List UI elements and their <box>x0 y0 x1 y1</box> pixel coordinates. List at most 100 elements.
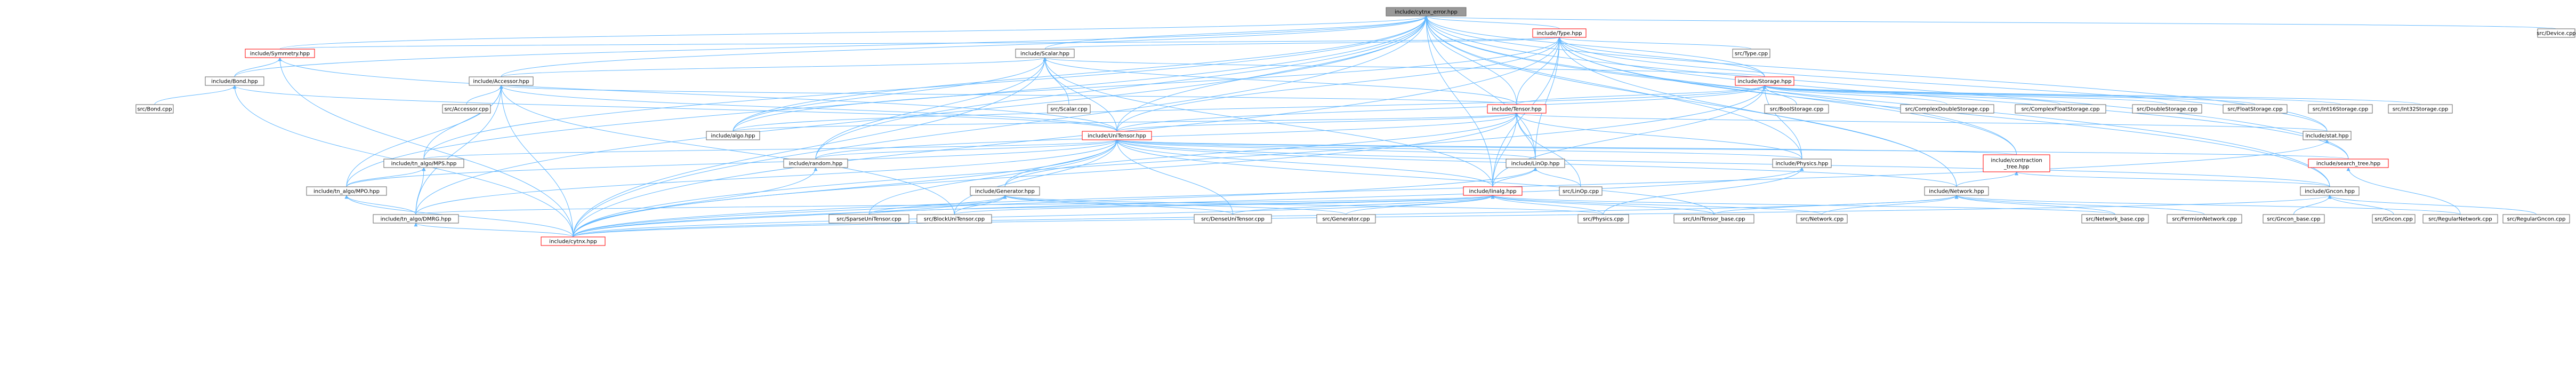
edge-storage_hpp-to-cytnx_hpp <box>573 85 1767 238</box>
edge-tensor_hpp-to-random_hpp <box>815 113 1519 160</box>
node-stat-hpp[interactable]: include/stat.hpp <box>2303 131 2352 140</box>
node-network-hpp[interactable]: include/Network.hpp <box>1924 186 1989 196</box>
edge-symmetry_hpp-to-unitensor_hpp <box>278 57 1117 132</box>
node-box <box>2308 159 2389 168</box>
node-gncon-cpp[interactable]: src/Gncon.cpp <box>2372 214 2416 224</box>
node-sparseunitensor-cpp[interactable]: src/SparseUniTensor.cpp <box>828 214 909 224</box>
node-label: src/Network.cpp <box>1800 217 1844 223</box>
node-accessor-cpp[interactable]: src/Accessor.cpp <box>442 104 491 114</box>
node-tensor-hpp[interactable]: include/Tensor.hpp <box>1487 104 1547 114</box>
edge-physics_hpp-to-physics_cpp <box>1603 167 1804 215</box>
node-box <box>1386 7 1467 17</box>
node-int32storage-cpp[interactable]: src/Int32Storage.cpp <box>2388 104 2453 114</box>
edge-cytnx_error-to-unitensor_hpp <box>1116 15 1428 132</box>
node-floatstorage-cpp[interactable]: src/FloatStorage.cpp <box>2223 104 2288 114</box>
node-box <box>970 186 1040 196</box>
node-tn-dmrg-hpp[interactable]: include/tn_algo/DMRG.hpp <box>373 214 459 224</box>
node-box <box>2303 131 2352 140</box>
node-linalg-hpp[interactable]: include/linalg.hpp <box>1463 186 1523 196</box>
node-cytnx-hpp[interactable]: include/cytnx.hpp <box>541 236 606 246</box>
node-complexdoublestorage-cpp[interactable]: src/ComplexDoubleStorage.cpp <box>1900 104 1994 114</box>
node-accessor-hpp[interactable]: include/Accessor.hpp <box>469 76 534 86</box>
edge-unitensor_hpp-to-physics_hpp <box>1115 139 1802 160</box>
node-label: src/SparseUniTensor.cpp <box>836 217 901 223</box>
node-linop-cpp[interactable]: src/LinOp.cpp <box>1559 186 1603 196</box>
edge-accessor_hpp-to-tensor_hpp <box>500 85 1517 105</box>
node-generator-cpp[interactable]: src/Generator.cpp <box>1316 214 1376 224</box>
node-regularnetwork-cpp[interactable]: src/RegularNetwork.cpp <box>2422 214 2498 224</box>
node-label: _tree.hpp <box>2003 164 2029 170</box>
edge-tensor_hpp-to-physics_hpp <box>1515 113 1802 160</box>
edge-accessor_hpp-to-tn_dmrg_hpp <box>415 85 503 215</box>
edge-unitensor_hpp-to-gncon_hpp <box>1115 139 2330 187</box>
edges-layer <box>154 15 2557 238</box>
node-network-base-cpp[interactable]: src/Network_base.cpp <box>2081 214 2149 224</box>
node-generator-hpp[interactable]: include/Generator.hpp <box>970 186 1040 196</box>
node-physics-cpp[interactable]: src/Physics.cpp <box>1577 214 1629 224</box>
edge-unitensor_hpp-to-unitensor_base_cpp <box>1115 139 1714 215</box>
edge-gncon_hpp-to-gncon_cpp <box>2328 195 2394 215</box>
edge-cytnx_error-to-device_cpp <box>1424 15 2557 29</box>
node-label: include/UniTensor.hpp <box>1088 133 1146 139</box>
node-label: include/cytnx_error.hpp <box>1395 10 1458 15</box>
edge-type_hpp-to-tensor_hpp <box>1516 37 1561 105</box>
node-label: include/tn_algo/DMRG.hpp <box>381 217 452 223</box>
node-physics-hpp[interactable]: include/Physics.hpp <box>1772 159 1832 168</box>
edge-scalar_hpp-to-storage_hpp <box>1043 57 1765 77</box>
edge-unitensor_hpp-to-linalg_hpp <box>1115 139 1493 187</box>
node-gncon-hpp[interactable]: include/Gncon.hpp <box>2300 186 2360 196</box>
node-regulargncon-cpp[interactable]: src/RegularGncon.cpp <box>2502 214 2570 224</box>
node-complexfloatstorage-cpp[interactable]: src/ComplexFloatStorage.cpp <box>2015 104 2106 114</box>
node-boolstorage-cpp[interactable]: src/BoolStorage.cpp <box>1764 104 1829 114</box>
edge-scalar_hpp-to-scalar_cpp <box>1043 57 1069 105</box>
node-fermionnetwork-cpp[interactable]: src/FermionNetwork.cpp <box>2167 214 2242 224</box>
node-scalar-cpp[interactable]: src/Scalar.cpp <box>1047 104 1091 114</box>
node-contraction-tree-hpp[interactable]: include/contraction_tree.hpp <box>1983 154 2050 172</box>
node-label: include/algo.hpp <box>711 133 755 139</box>
edge-scalar_hpp-to-cytnx_hpp <box>573 57 1047 238</box>
edge-generator_hpp-to-denseunitensor_cpp <box>1003 195 1233 215</box>
edge-cytnx_error-to-random_hpp <box>815 15 1428 160</box>
node-label: include/Gncon.hpp <box>2305 189 2355 195</box>
node-box <box>373 214 459 224</box>
edge-linalg_hpp-to-unitensor_base_cpp <box>1491 195 1714 215</box>
node-label: src/FloatStorage.cpp <box>2227 107 2282 113</box>
node-network-cpp[interactable]: src/Network.cpp <box>1796 214 1848 224</box>
edge-type_hpp-to-scalar_hpp <box>1044 37 1561 50</box>
edge-network_hpp-to-network_cpp <box>1822 195 1959 215</box>
node-denseunitensor-cpp[interactable]: src/DenseUniTensor.cpp <box>1194 214 1272 224</box>
node-algo-hpp[interactable]: include/algo.hpp <box>706 131 760 140</box>
edge-tn_mps_hpp-to-tn_dmrg_hpp <box>415 167 426 215</box>
node-label: include/random.hpp <box>789 161 843 167</box>
node-tn-mpo-hpp[interactable]: include/tn_algo/MPO.hpp <box>306 186 387 196</box>
node-random-hpp[interactable]: include/random.hpp <box>783 159 848 168</box>
node-box <box>541 236 606 246</box>
node-device-cpp[interactable]: src/Device.cpp <box>2537 28 2576 38</box>
node-cytnx-error[interactable]: include/cytnx_error.hpp <box>1386 7 1467 17</box>
edge-symmetry_hpp-to-cytnx_hpp <box>278 57 574 238</box>
node-type-cpp[interactable]: src/Type.cpp <box>1732 49 1770 58</box>
node-label: include/Network.hpp <box>1929 189 1984 195</box>
edge-cytnx_error-to-algo_hpp <box>732 15 1428 132</box>
node-box <box>1772 159 1832 168</box>
node-tn-mps-hpp[interactable]: include/tn_algo/MPS.hpp <box>383 159 464 168</box>
node-doublestorage-cpp[interactable]: src/DoubleStorage.cpp <box>2132 104 2202 114</box>
node-scalar-hpp[interactable]: include/Scalar.hpp <box>1015 49 1075 58</box>
node-storage-hpp[interactable]: include/Storage.hpp <box>1735 76 1794 86</box>
node-unitensor-base-cpp[interactable]: src/UniTensor_base.cpp <box>1673 214 1754 224</box>
node-bond-hpp[interactable]: include/Bond.hpp <box>205 76 264 86</box>
node-type-hpp[interactable]: include/Type.hpp <box>1532 28 1587 38</box>
node-gncon-base-cpp[interactable]: src/Gncon_base.cpp <box>2263 214 2325 224</box>
edge-type_hpp-to-stat_hpp <box>1557 37 2328 132</box>
node-label: src/UniTensor_base.cpp <box>1683 217 1745 223</box>
edge-tn_mpo_hpp-to-tn_dmrg_hpp <box>344 195 416 215</box>
node-label: include/Scalar.hpp <box>1020 51 1069 57</box>
node-unitensor-hpp[interactable]: include/UniTensor.hpp <box>1082 131 1152 140</box>
node-bond-cpp[interactable]: src/Bond.cpp <box>135 104 174 114</box>
node-symmetry-hpp[interactable]: include/Symmetry.hpp <box>245 49 315 58</box>
node-search-tree-hpp[interactable]: include/search_tree.hpp <box>2308 159 2389 168</box>
node-blockunitensor-cpp[interactable]: src/BlockUniTensor.cpp <box>916 214 992 224</box>
edge-gncon_hpp-to-cytnx_hpp <box>573 195 2331 238</box>
node-linop-hpp[interactable]: include/LinOp.hpp <box>1506 159 1565 168</box>
node-int16storage-cpp[interactable]: src/Int16Storage.cpp <box>2308 104 2373 114</box>
